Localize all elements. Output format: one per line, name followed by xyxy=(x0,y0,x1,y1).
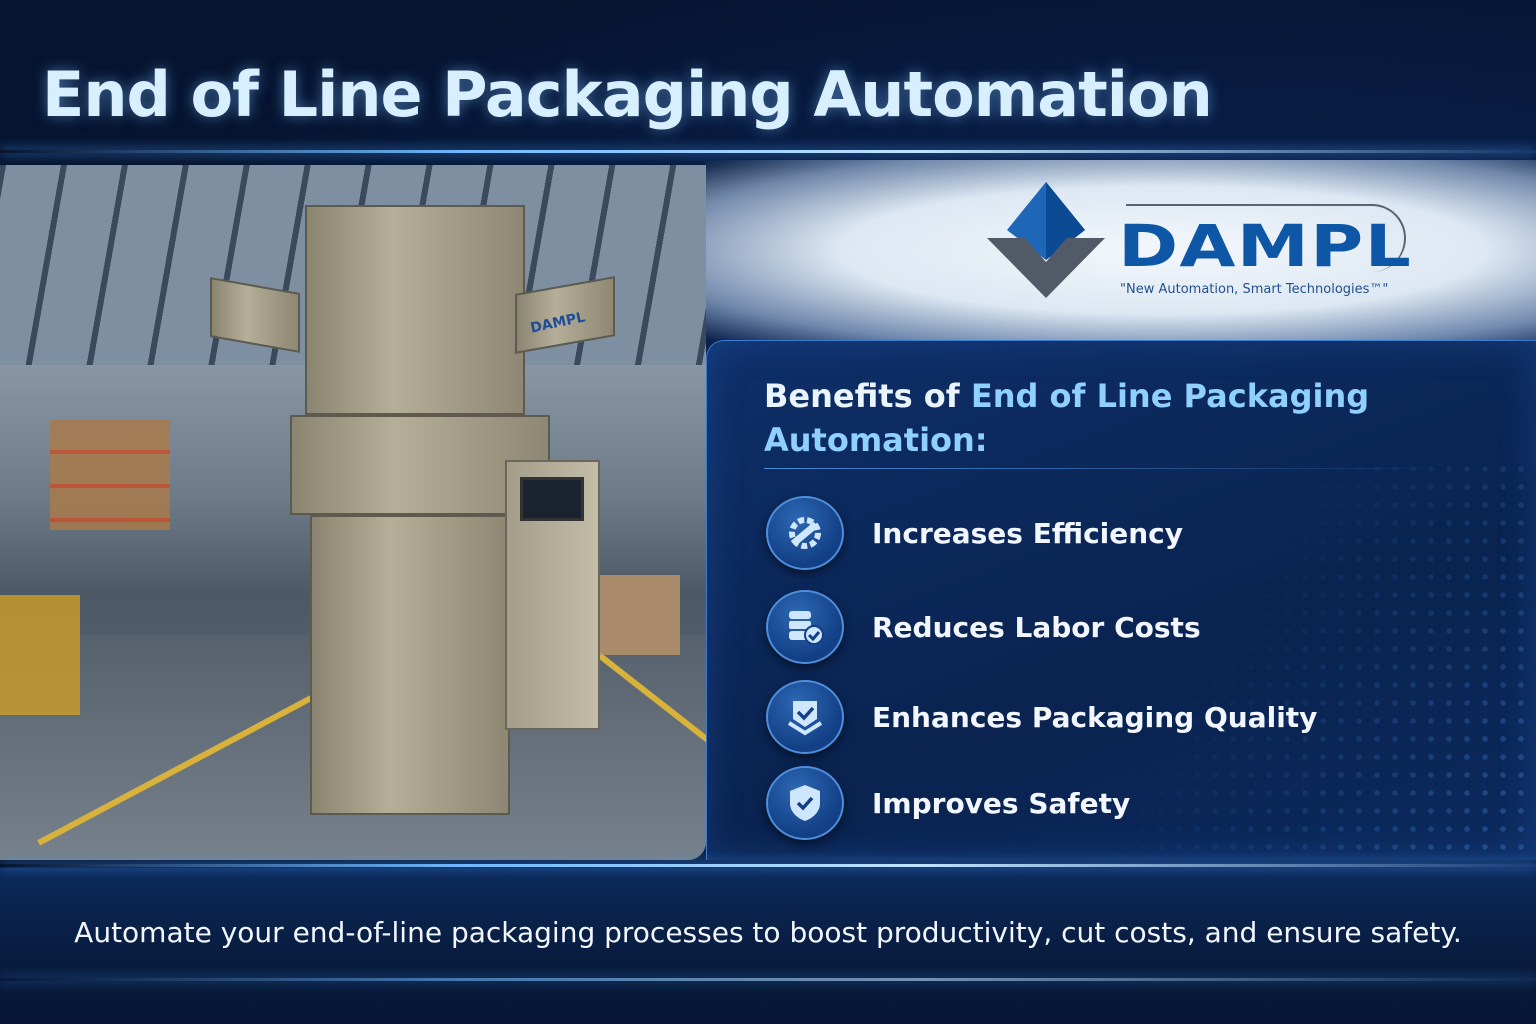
benefits-heading: Benefits of End of Line Packaging Automa… xyxy=(764,374,1414,462)
shield-check-icon xyxy=(766,766,844,840)
footer-text: Automate your end-of-line packaging proc… xyxy=(74,916,1462,949)
benefit-item: Increases Efficiency xyxy=(766,496,1183,570)
page-title: End of Line Packaging Automation xyxy=(42,58,1213,131)
footer-band xyxy=(0,868,1536,1024)
workbench xyxy=(0,595,80,715)
dot-pattern xyxy=(1116,460,1536,860)
heading-highlight: End of Line Packaging Automation: xyxy=(764,377,1370,459)
benefit-label: Increases Efficiency xyxy=(872,516,1184,550)
machine-top xyxy=(305,205,525,415)
brand-name: DAMPL xyxy=(1118,212,1413,280)
shelf xyxy=(50,420,170,530)
divider xyxy=(0,864,1536,867)
benefit-label: Enhances Packaging Quality xyxy=(872,700,1318,734)
benefit-item: Reduces Labor Costs xyxy=(766,590,1201,664)
brand-tagline: "New Automation, Smart Technologies™" xyxy=(1120,282,1389,297)
benefit-label: Improves Safety xyxy=(872,786,1131,820)
gear-wrench-icon xyxy=(766,496,844,570)
divider xyxy=(0,978,1536,981)
logo-arc xyxy=(1126,204,1406,272)
touch-screen xyxy=(520,477,584,521)
packaging-machine xyxy=(210,205,615,845)
benefit-label: Reduces Labor Costs xyxy=(872,610,1201,644)
heading-prefix: Benefits of xyxy=(764,377,971,415)
database-check-icon xyxy=(766,590,844,664)
factory-photo: DAMPL xyxy=(0,165,706,860)
benefit-item: Enhances Packaging Quality xyxy=(766,680,1317,754)
divider xyxy=(764,468,1454,469)
benefit-item: Improves Safety xyxy=(766,766,1130,840)
boxes xyxy=(600,575,680,655)
dampl-logo-icon xyxy=(987,182,1105,298)
divider xyxy=(0,150,1536,153)
benefits-panel xyxy=(706,340,1536,860)
machine-base xyxy=(310,515,510,815)
tray-check-icon xyxy=(766,680,844,754)
